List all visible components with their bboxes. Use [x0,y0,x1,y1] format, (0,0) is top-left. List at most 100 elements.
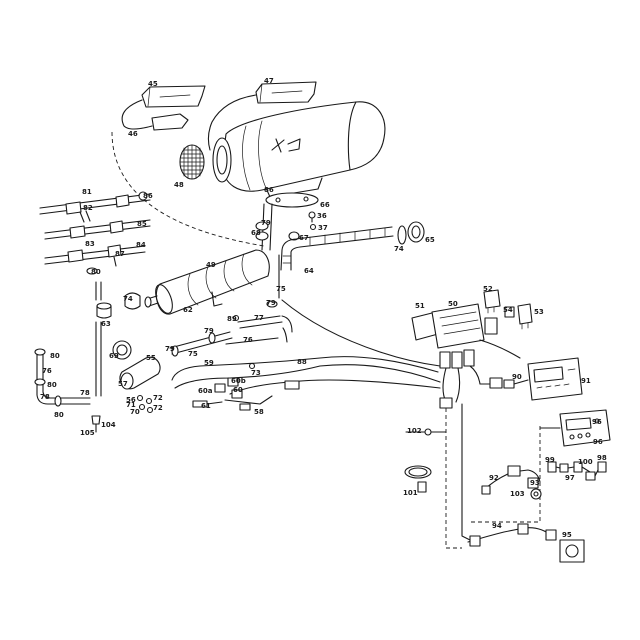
control-unit-50 [431,303,485,349]
connector-81 [65,201,82,215]
connector-83 [67,249,84,263]
harness-wire-1 [171,356,439,381]
silencer-bracket [211,291,223,307]
silencer-ribs [187,253,253,306]
fuel-pipe-left-outer [36,351,91,405]
callout-69: 69 [109,352,119,360]
wiring-harness [171,299,441,411]
connector-60b [227,377,239,387]
screw-37 [309,223,317,231]
connector-94c [545,529,557,541]
callout-76-left: 76 [42,367,52,375]
callout-99: 99 [545,456,555,464]
screw-89 [232,314,240,322]
part-63-top [96,302,112,310]
plug-97 [585,471,596,481]
part-73 [248,362,256,370]
silencer-outlet-end [144,296,152,308]
fuel-pump-end [120,372,134,390]
connector-92b [507,465,521,477]
plug-links [555,466,599,477]
fuel-pipe-left-inner [42,351,91,399]
clamp-79-center-2 [208,332,216,344]
callout-53: 53 [534,308,544,316]
clamp-74-hose [397,225,407,245]
display-91-screen [533,366,564,383]
ring-65-inner [411,225,421,239]
callout-47: 47 [264,77,274,85]
callout-55: 55 [146,354,156,362]
plug-61-wire [206,401,223,405]
intake-screen [179,144,205,180]
fuel-line-c [44,245,146,265]
connector-90a [489,377,503,389]
plug-98 [597,461,607,473]
heater-body [221,101,386,192]
bracket-47-cable [207,94,257,151]
clamp-80-left-3 [54,395,62,407]
sensor-46-body [151,113,189,131]
relay-socket [484,317,498,335]
callout-102: 102 [407,427,422,435]
callout-77: 77 [254,314,264,322]
callout-labels: 45 47 46 48 86 66 81 86 82 85 36 79 68 6… [40,77,607,539]
callout-74-left: 74 [123,295,133,303]
callout-76-center: 76 [243,336,253,344]
heater-intake-inner [216,145,228,175]
timer-96-button-3 [577,433,583,439]
clamp-67 [288,231,300,241]
harness-wire-2 [174,364,441,389]
fitting-86 [138,191,148,201]
callout-89: 89 [227,315,237,323]
callout-56: 56 [126,396,136,404]
callout-48: 48 [174,181,184,189]
bracket-45 [141,85,206,108]
callout-84: 84 [136,241,146,249]
harness-wire-4 [281,299,441,367]
callout-80-top: 80 [91,268,101,276]
fuel-pipe-vertical [95,281,102,397]
plug-99b [559,463,569,473]
callout-79-top: 79 [261,219,271,227]
callout-68: 68 [251,229,261,237]
plug-block-3 [463,349,475,367]
part-63 [96,302,112,319]
line-76-center [225,337,279,345]
screw-71 [138,403,146,411]
clamp-79-center-1 [171,345,179,357]
callout-78-right: 78 [80,389,90,397]
screw-104 [91,415,101,433]
switch-95-knob [565,544,579,558]
screw-72a [145,397,153,405]
connector-88 [284,380,300,390]
fuel-line-a [39,193,151,215]
callout-49: 49 [206,261,216,269]
callout-75-pipe: 75 [276,285,286,293]
intake-screen-mesh [179,144,205,180]
relay-52 [483,289,501,309]
callout-100: 100 [578,458,593,466]
callout-37: 37 [318,224,328,232]
display-wire [479,379,529,385]
plug-block-1 [439,351,451,369]
hose-64-corrugation [282,227,386,264]
connector-82-stub [79,210,91,223]
connector-90b [503,379,515,389]
callout-83: 83 [85,240,95,248]
clamp-79-pipe [266,300,278,308]
small-pipes [169,314,293,357]
connector-58 [239,403,251,411]
switch-95 [559,539,585,563]
callout-67: 67 [299,234,309,242]
connector-60 [231,389,243,399]
connector-94b [517,523,529,535]
callout-96-a: 96 [592,418,602,426]
callout-74-hose: 74 [394,245,404,253]
pipe-75-center [169,331,233,355]
callout-80-left-2: 80 [47,381,57,389]
callout-73: 73 [251,369,261,377]
screw-104-head [91,415,101,425]
connector-94a [469,535,481,547]
callout-86-line: 86 [143,192,153,200]
callout-71: 71 [126,401,136,409]
